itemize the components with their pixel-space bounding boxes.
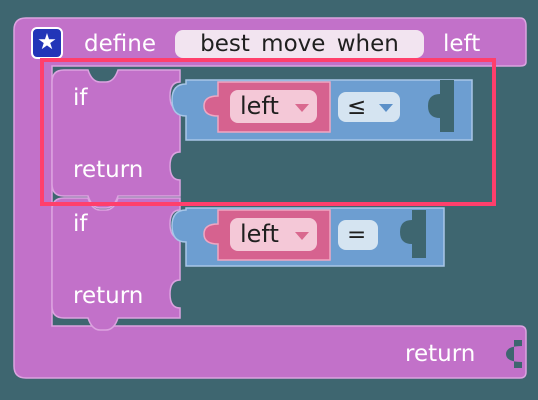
function-name-field[interactable]: best move when [175,30,424,58]
final-return-label: return [405,341,476,367]
dropdown-caret-icon [379,104,393,112]
selection-highlight [40,58,496,206]
operator-symbol: ≤ [347,94,367,120]
dropdown-caret-icon [295,232,309,240]
operator-dropdown[interactable]: = [338,220,378,250]
dropdown-caret-icon [295,104,309,112]
operator-dropdown[interactable]: ≤ [338,92,400,122]
variable-name: left [240,220,279,248]
if-return-block-1[interactable] [51,69,181,209]
variable-dropdown[interactable]: left [230,218,317,251]
define-keyword: define [84,31,156,57]
if-label: if [73,85,88,111]
variable-dropdown[interactable]: left [230,90,317,123]
variable-name: left [240,92,279,120]
if-label: if [73,211,88,237]
if-return-block-2[interactable] [51,197,181,331]
return-label: return [73,157,144,183]
parameter-label[interactable]: left [443,31,481,57]
define-block[interactable] [13,17,527,379]
return-label: return [73,283,144,309]
star-icon[interactable]: ★ [31,27,63,59]
operator-symbol: = [347,222,367,248]
